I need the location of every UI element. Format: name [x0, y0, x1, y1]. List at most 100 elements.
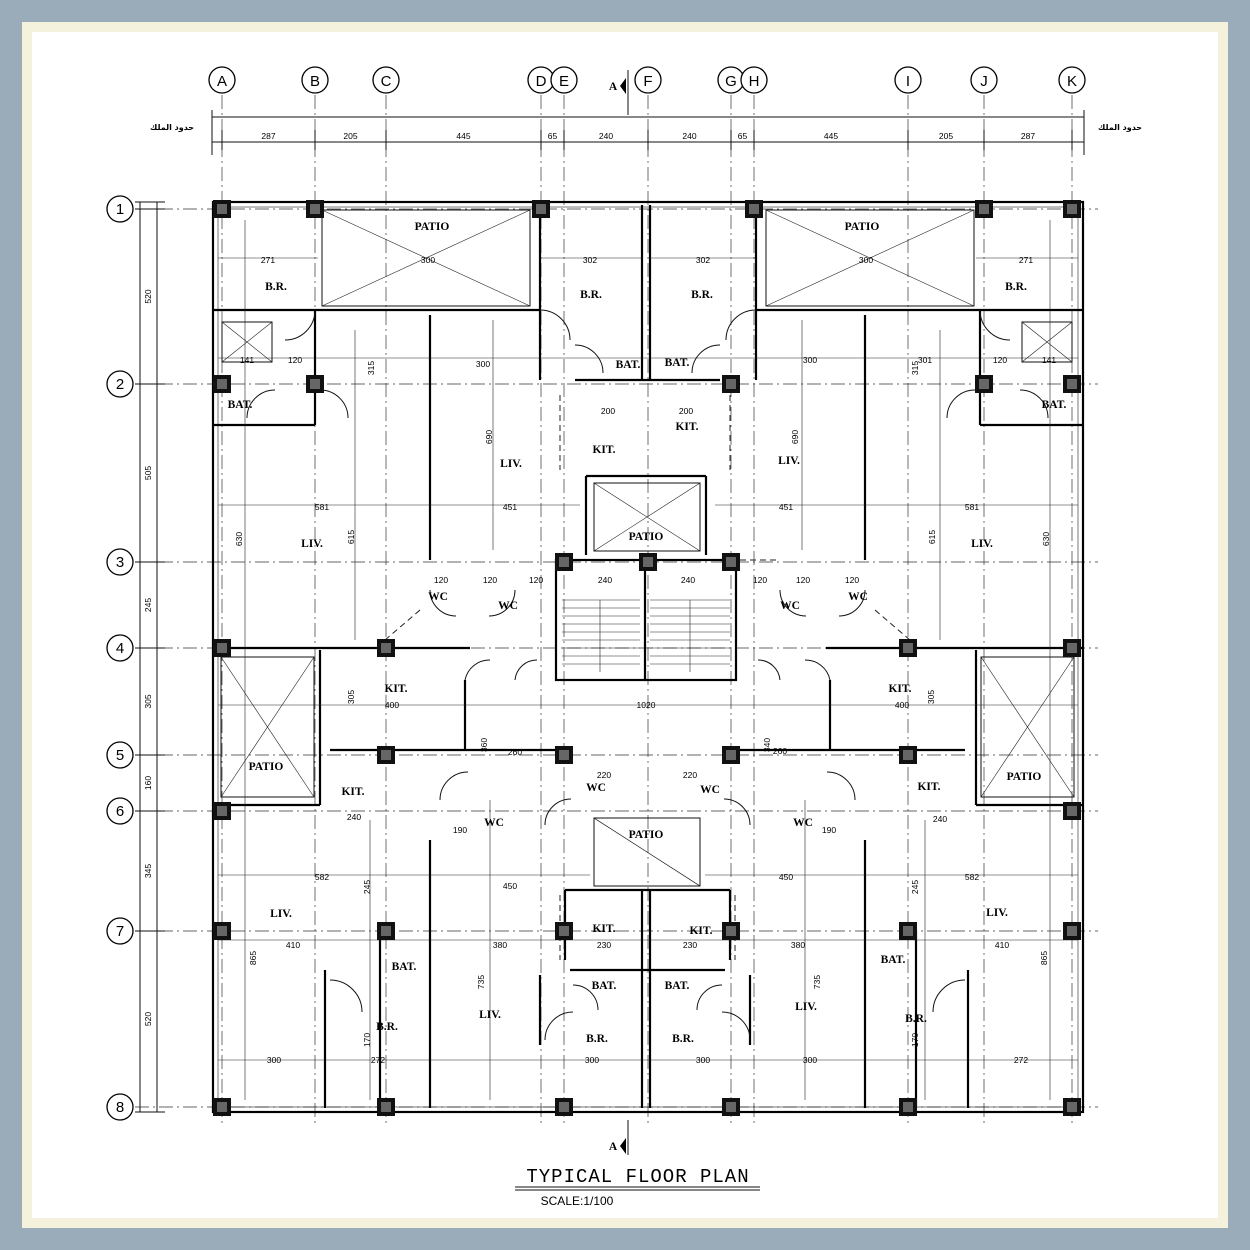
dimension-left: 160: [143, 776, 153, 790]
grid-row-label: 8: [116, 1099, 124, 1116]
dimension-text: 410: [286, 940, 300, 950]
dimension-text: 400: [385, 700, 399, 710]
dimension-text: 120: [434, 575, 448, 585]
dimension-text: 300: [803, 355, 817, 365]
room-label: B.R.: [265, 281, 287, 293]
dimension-text: 340: [762, 738, 772, 752]
room-label: KIT.: [689, 925, 712, 937]
grid-row-label: 6: [116, 803, 124, 820]
room-label: WC: [780, 600, 800, 612]
dimension-text: 451: [779, 502, 793, 512]
grid-row-label: 5: [116, 747, 124, 764]
dimension-text: 120: [529, 575, 543, 585]
dimension-text: 305: [926, 690, 936, 704]
grid-row-label: 2: [116, 376, 124, 393]
dimension-text: 690: [484, 430, 494, 444]
grid-bubble: [894, 66, 922, 94]
dimension-text: 305: [346, 690, 356, 704]
grid-bubble: [301, 66, 329, 94]
section-marker-top: A: [609, 70, 629, 115]
dimension-text: 582: [965, 872, 979, 882]
dimension-text: 630: [1041, 532, 1051, 546]
patio-voids: [220, 209, 1075, 887]
interior-dimension-lines: [218, 220, 1078, 1100]
grid-column-label: G: [725, 73, 737, 90]
dimension-text: 170: [910, 1033, 920, 1047]
dimension-left: 305: [143, 694, 153, 708]
grid-bubble: [106, 634, 134, 662]
dimension-text: 301: [918, 355, 932, 365]
room-label: LIV.: [778, 455, 800, 467]
dimension-text: 272: [1014, 1055, 1028, 1065]
room-label: LIV.: [986, 907, 1008, 919]
dimension-text: 630: [234, 532, 244, 546]
patio-void: [980, 656, 1075, 798]
grid-column-label: J: [980, 73, 988, 90]
dimension-text: 120: [753, 575, 767, 585]
section-mark-label: A: [609, 1141, 618, 1153]
grid-bubble: [550, 66, 578, 94]
patio-void: [765, 209, 975, 307]
grid-row-label: 4: [116, 640, 124, 657]
dimension-text: 120: [483, 575, 497, 585]
dimension-text: 865: [1039, 951, 1049, 965]
room-label: PATIO: [629, 829, 664, 841]
dimension-left: 245: [143, 598, 153, 612]
grid-row-label: 3: [116, 554, 124, 571]
grid-column-label: K: [1067, 73, 1077, 90]
room-label: BAT.: [616, 359, 641, 371]
dimension-text: 315: [910, 361, 920, 375]
room-label: B.R.: [376, 1021, 398, 1033]
room-label: KIT.: [888, 683, 911, 695]
dimension-text: 865: [248, 951, 258, 965]
grid-row-label: 7: [116, 923, 124, 940]
room-label: B.R.: [905, 1013, 927, 1025]
dimension-text: 245: [362, 880, 372, 894]
dimension-text: 400: [895, 700, 909, 710]
room-label: B.R.: [691, 289, 713, 301]
room-label: B.R.: [1005, 281, 1027, 293]
room-label: KIT.: [917, 781, 940, 793]
room-label: B.R.: [672, 1033, 694, 1045]
dimension-text: 230: [597, 940, 611, 950]
room-label: B.R.: [586, 1033, 608, 1045]
dimension-top: 287: [261, 131, 275, 141]
dimension-top: 445: [456, 131, 470, 141]
room-label: PATIO: [845, 221, 880, 233]
dimension-top: 445: [824, 131, 838, 141]
grid-bubble: [106, 548, 134, 576]
dimension-top: 240: [682, 131, 696, 141]
dimension-text: 300: [267, 1055, 281, 1065]
room-label: WC: [428, 591, 448, 603]
patio-void: [321, 209, 531, 307]
dimension-text: 200: [601, 406, 615, 416]
dimension-text: 300: [803, 1055, 817, 1065]
grid-column-label: D: [536, 73, 547, 90]
dimension-text: 120: [993, 355, 1007, 365]
dimension-text: 300: [421, 255, 435, 265]
dimension-text: 120: [845, 575, 859, 585]
room-label: WC: [700, 784, 720, 796]
grid-bubble: [106, 797, 134, 825]
room-label: LIV.: [971, 538, 993, 550]
dimension-text: 615: [927, 530, 937, 544]
dimension-text: 300: [476, 359, 490, 369]
dimension-top: 287: [1021, 131, 1035, 141]
room-label: PATIO: [1007, 771, 1042, 783]
room-label: BAT.: [392, 961, 417, 973]
dimension-text: 410: [995, 940, 1009, 950]
dimension-top: 65: [548, 131, 558, 141]
dimension-text: 735: [476, 975, 486, 989]
dimension-text: 141: [1042, 355, 1056, 365]
room-label: KIT.: [592, 444, 615, 456]
drawing-paper: [32, 32, 1218, 1218]
room-label: WC: [484, 817, 504, 829]
dimension-text: 380: [791, 940, 805, 950]
dimension-text: 581: [315, 502, 329, 512]
dimension-text: 450: [779, 872, 793, 882]
section-marker-bottom: A: [609, 1120, 629, 1155]
drawing-title: TYPICAL FLOOR PLAN: [526, 1166, 749, 1188]
dimension-text: 220: [597, 770, 611, 780]
